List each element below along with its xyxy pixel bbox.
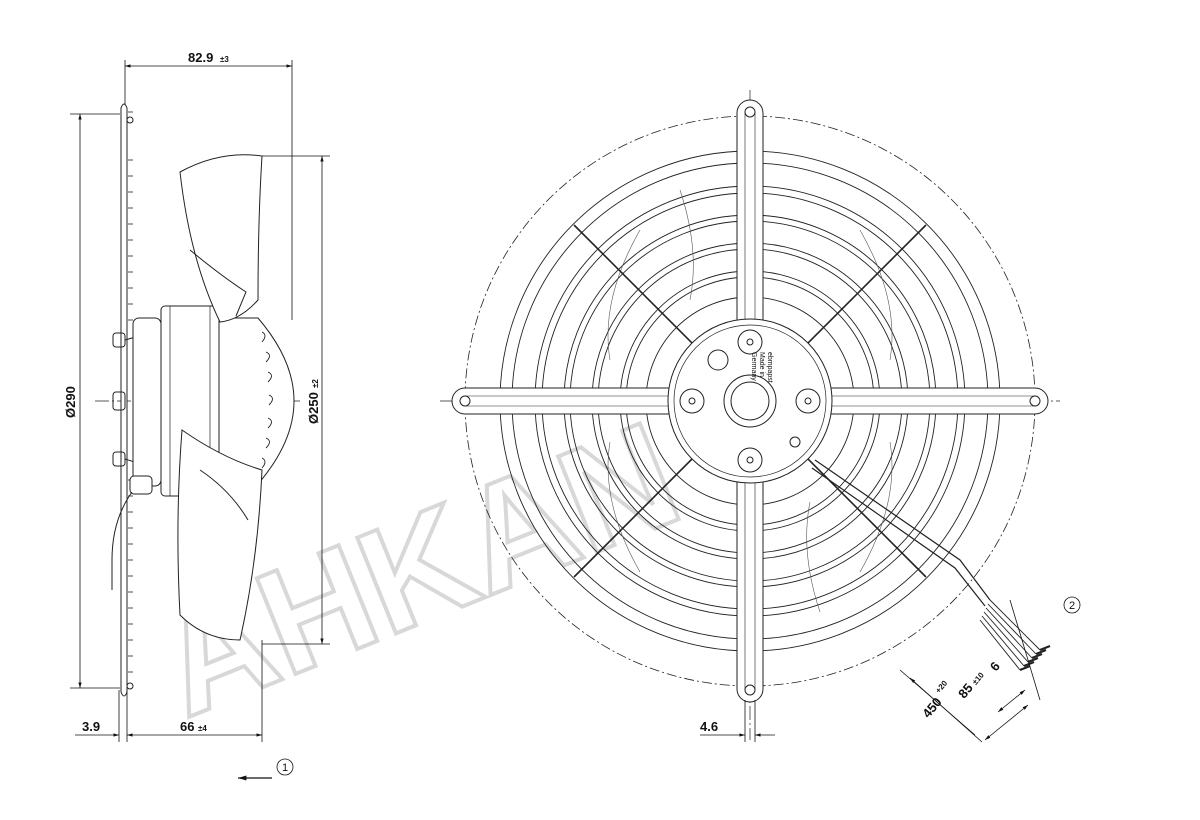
dim-cable-length-tol: +20 — [934, 678, 950, 695]
guard-flange — [120, 103, 128, 697]
callout-circle-2 — [1063, 596, 1081, 614]
mount-hole-left — [459, 395, 471, 407]
motor-label-line2: Made in — [758, 352, 765, 377]
side-view — [95, 103, 300, 697]
front-view — [440, 90, 1060, 740]
hub-boss-bottom — [737, 447, 763, 473]
mount-bolt-mid — [112, 391, 126, 411]
flange-dashes — [128, 111, 133, 673]
motor-label-line3: Germany — [750, 352, 757, 381]
dim-strip-tol: ±10 — [970, 670, 986, 686]
motor-label: ebmpapst Made in Germany — [750, 352, 773, 383]
motor-hub-cap — [218, 317, 295, 485]
dim-rotor-tol: ±2 — [311, 379, 320, 388]
blade-arcs — [607, 189, 893, 613]
dim-blade-depth-label: 66 — [180, 719, 194, 734]
mount-hole-right — [1029, 395, 1041, 407]
dim-bar-width-label: 4.6 — [700, 719, 718, 734]
dim-depth-tol: ±3 — [220, 55, 229, 64]
dim-cable-length-label: 450 — [919, 694, 944, 720]
hub-boss-top — [737, 329, 763, 355]
mount-hole-top — [744, 106, 756, 118]
guard-nub — [126, 682, 134, 690]
dim-depth-label: 82.9 — [188, 50, 213, 65]
front-dimensions — [700, 596, 1081, 743]
hub-boss-left — [679, 388, 705, 414]
hub-boss-right — [795, 388, 821, 414]
cable-wires — [979, 599, 1041, 671]
cable-gland — [129, 475, 153, 495]
side-dimensions — [70, 60, 330, 781]
motor-stator — [132, 317, 162, 487]
blade-upper — [179, 154, 263, 323]
dim-cable-length-line — [984, 704, 1029, 741]
guard-nub — [126, 116, 134, 124]
motor-label-brand: ebmpapst — [766, 352, 773, 383]
ground-symbol — [789, 436, 801, 448]
dim-wire-end-label: 6 — [987, 659, 1003, 674]
callout-circle-1 — [276, 758, 294, 776]
dim-outer-dia-label: Ø290 — [63, 386, 78, 418]
dim-strip-line — [997, 689, 1026, 713]
hub-vents — [261, 331, 273, 469]
mount-hole-bottom — [744, 684, 756, 696]
cable-sheath — [814, 459, 991, 601]
motor-shaft-housing — [723, 374, 777, 428]
motor-shaft — [730, 381, 770, 421]
side-cable — [111, 491, 133, 590]
blade-lower — [177, 429, 263, 641]
side-dimension-text: 82.9 ±3 Ø290 Ø250 ±2 3.9 66 ±4 1 — [63, 50, 321, 774]
callout-1-label: 1 — [282, 762, 288, 774]
dim-rotor-dia-label: Ø250 — [306, 392, 321, 424]
callout-2-label: 2 — [1069, 600, 1075, 612]
dim-flange-label: 3.9 — [82, 719, 100, 734]
motor-port — [707, 349, 729, 371]
dim-blade-depth-tol: ±4 — [198, 724, 207, 733]
